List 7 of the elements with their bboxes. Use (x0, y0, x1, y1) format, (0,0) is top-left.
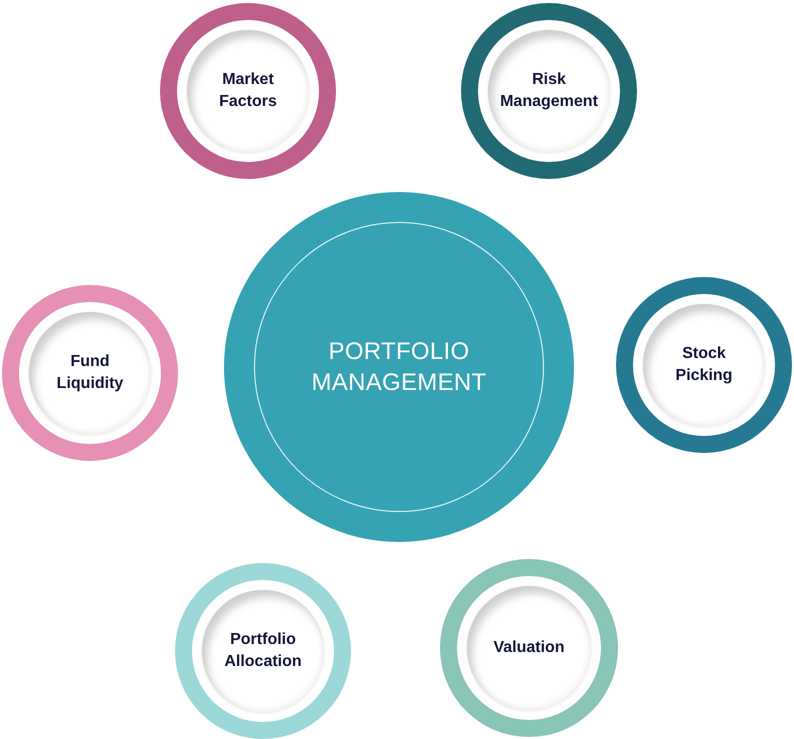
node-label: Portfolio Allocation (223, 630, 303, 672)
node-label: PORTFOLIO MANAGEMENT (310, 337, 488, 398)
node-label: Risk Management (499, 70, 599, 112)
node-label: Valuation (493, 638, 565, 658)
node-label: Stock Picking (674, 344, 734, 386)
node-label: Market Factors (218, 70, 278, 112)
node-label: Fund Liquidity (56, 352, 124, 394)
